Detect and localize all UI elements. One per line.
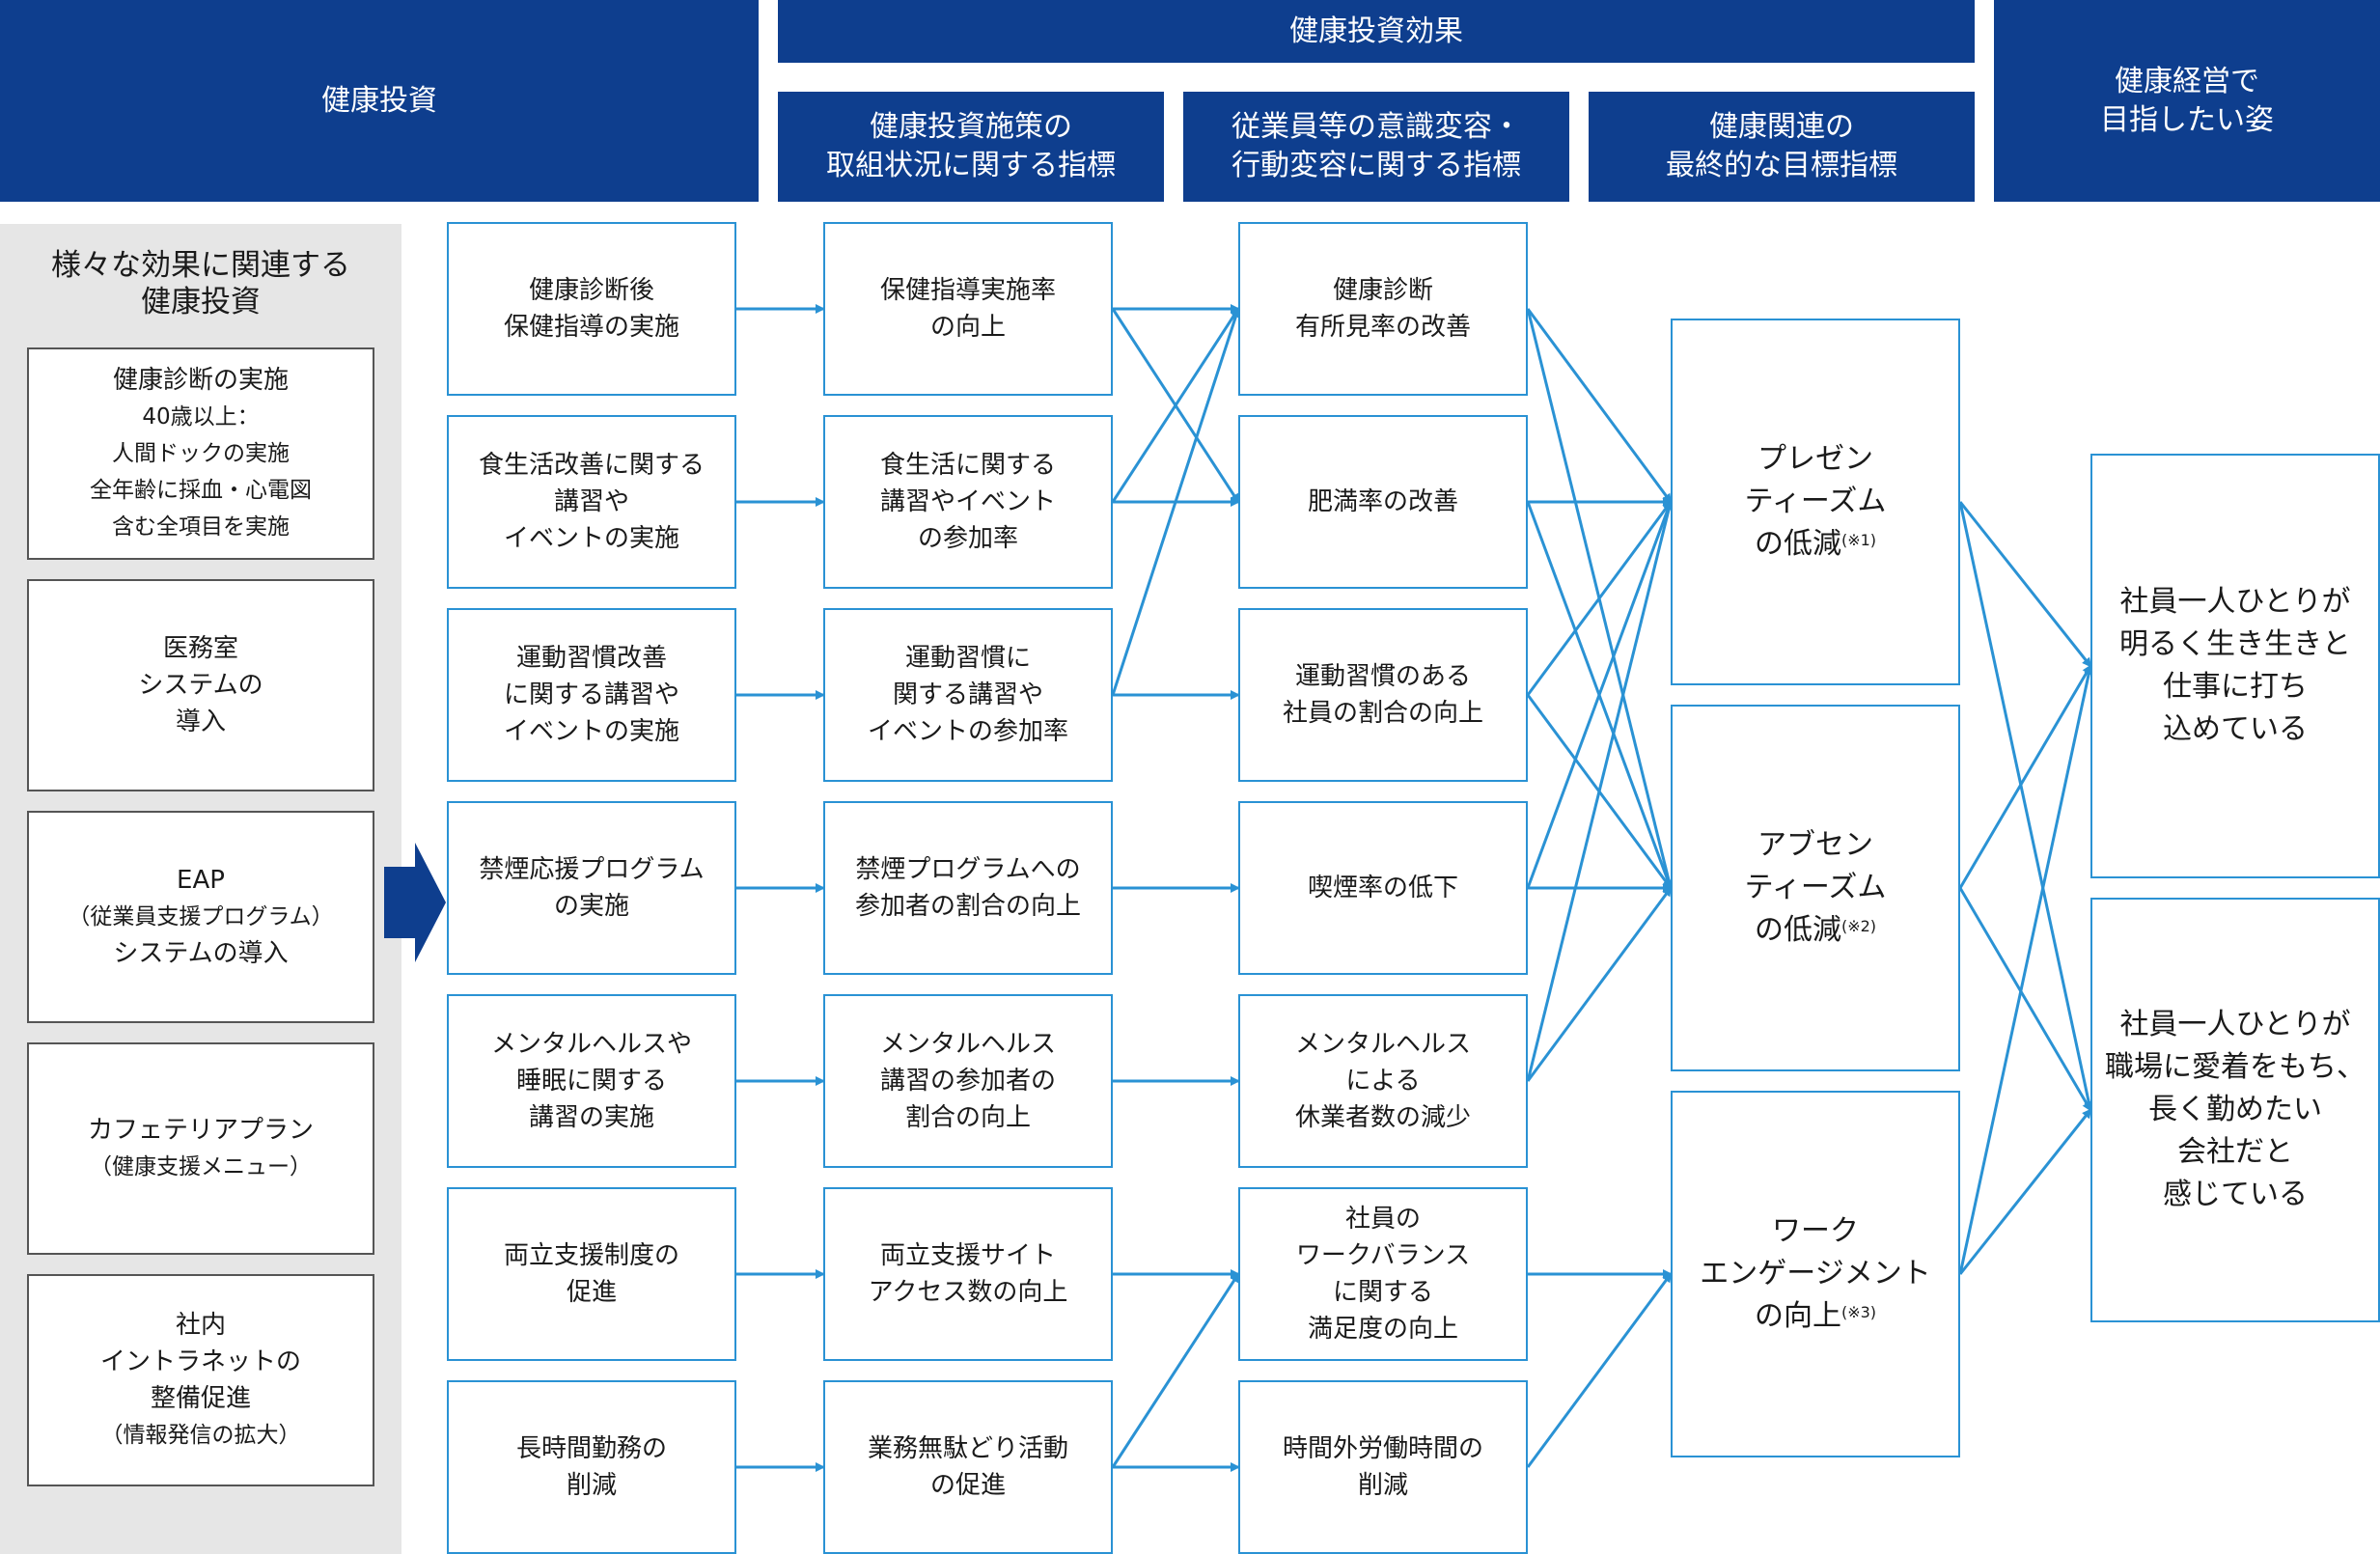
col1-box: 運動習慣改善 に関する講習や イベントの実施 bbox=[447, 608, 736, 782]
header-investment-label: 健康投資 bbox=[321, 83, 437, 118]
connector-arrow-c3-c4 bbox=[1526, 308, 1673, 504]
col4-note: (※2) bbox=[1840, 917, 1877, 935]
col3-box: 喫煙率の低下 bbox=[1238, 801, 1528, 975]
connector-arrow-c4-c5 bbox=[1958, 887, 2092, 1112]
col1-box: メンタルヘルスや 睡眠に関する 講習の実施 bbox=[447, 994, 736, 1168]
col1-box: 長時間勤務の 削減 bbox=[447, 1380, 736, 1554]
connector-arrow-c3-c4 bbox=[1526, 1272, 1673, 1468]
left-item-health-checkup: 健康診断の実施 40歳以上： 人間ドックの実施 全年齢に採血・心電図 含む全項目… bbox=[27, 347, 374, 560]
col4-box-presenteeism: プレゼン ティーズム の低減(※1) bbox=[1671, 319, 1960, 685]
left-item-medical-office: 医務室 システムの 導入 bbox=[27, 579, 374, 791]
col3-box: 肥満率の改善 bbox=[1238, 415, 1528, 589]
header-investment: 健康投資 bbox=[0, 0, 759, 202]
col3-box: メンタルヘルス による 休業者数の減少 bbox=[1238, 994, 1528, 1168]
left-item-sub: （健康支援メニュー） bbox=[89, 1154, 312, 1179]
left-item-sub: 40歳以上： 人間ドックの実施 全年齢に採血・心電図 含む全項目を実施 bbox=[90, 404, 312, 540]
left-item-intranet: 社内 イントラネットの 整備促進 （情報発信の拡大） bbox=[27, 1274, 374, 1486]
col2-box: メンタルヘルス 講習の参加者の 割合の向上 bbox=[823, 994, 1113, 1168]
col3-box: 時間外労働時間の 削減 bbox=[1238, 1380, 1528, 1554]
connector-arrow-c4-c5 bbox=[1958, 1108, 2092, 1275]
col3-box: 健康診断 有所見率の改善 bbox=[1238, 222, 1528, 396]
left-item-main: 健康診断の実施 bbox=[112, 366, 289, 395]
col4-text: ワーク エンゲージメント の向上 bbox=[1700, 1214, 1931, 1333]
col4-note: (※1) bbox=[1840, 531, 1877, 549]
goal-box: 社員一人ひとりが 明るく生き生きと 仕事に打ち 込めている bbox=[2090, 454, 2380, 878]
col1-box: 健康診断後 保健指導の実施 bbox=[447, 222, 736, 396]
col2-box: 業務無駄どり活動 の促進 bbox=[823, 1380, 1113, 1554]
col2-box: 禁煙プログラムへの 参加者の割合の向上 bbox=[823, 801, 1113, 975]
left-panel-title: 様々な効果に関連する 健康投資 bbox=[51, 248, 350, 319]
connector-arrow-c3-c4 bbox=[1526, 886, 1673, 1082]
connector-arrow-c4-c5 bbox=[1958, 664, 2092, 889]
goal-box: 社員一人ひとりが 職場に愛着をもち、 長く勤めたい 会社だと 感じている bbox=[2090, 898, 2380, 1322]
connector-arrow-c3-c4 bbox=[1526, 500, 1673, 889]
header-effect-label: 健康投資効果 bbox=[1289, 14, 1463, 48]
left-item-main: EAP bbox=[177, 866, 225, 895]
col3-box: 社員の ワークバランス に関する 満足度の向上 bbox=[1238, 1187, 1528, 1361]
header-col-awareness: 従業員等の意識変容・ 行動変容に関する指標 bbox=[1183, 92, 1569, 202]
col2-box: 両立支援サイト アクセス数の向上 bbox=[823, 1187, 1113, 1361]
col4-box-engagement: ワーク エンゲージメント の向上(※3) bbox=[1671, 1091, 1960, 1457]
connector-arrow-c2-c3 bbox=[1111, 307, 1241, 696]
col4-box-absenteeism: アブセン ティーズム の低減(※2) bbox=[1671, 705, 1960, 1071]
left-item-main: 医務室 システムの 導入 bbox=[138, 634, 263, 736]
left-item-sub: （従業員支援プログラム） bbox=[68, 904, 334, 930]
header-col-final: 健康関連の 最終的な目標指標 bbox=[1589, 92, 1975, 202]
connector-arrow-c4-c5 bbox=[1958, 664, 2094, 1275]
big-arrow-icon bbox=[384, 843, 446, 962]
col4-text: アブセン ティーズム の低減 bbox=[1744, 828, 1887, 947]
left-item-eap: EAP （従業員支援プログラム） システムの導入 bbox=[27, 811, 374, 1023]
header-effect: 健康投資効果 bbox=[778, 0, 1975, 63]
left-item-main: 社内 イントラネットの 整備促進 bbox=[99, 1311, 301, 1413]
left-item-main2: システムの導入 bbox=[113, 939, 289, 968]
col1-box: 両立支援制度の 促進 bbox=[447, 1187, 736, 1361]
col2-box: 運動習慣に 関する講習や イベントの参加率 bbox=[823, 608, 1113, 782]
left-item-cafeteria: カフェテリアプラン （健康支援メニュー） bbox=[27, 1042, 374, 1255]
col4-text: プレゼン ティーズム の低減 bbox=[1744, 442, 1887, 561]
connector-arrow-c3-c4 bbox=[1526, 500, 1674, 1082]
connector-arrow-c2-c3 bbox=[1111, 1272, 1240, 1468]
col4-note: (※3) bbox=[1840, 1303, 1877, 1321]
col3-box: 運動習慣のある 社員の割合の向上 bbox=[1238, 608, 1528, 782]
left-item-main: カフェテリアプラン bbox=[87, 1116, 314, 1145]
col1-box: 食生活改善に関する 講習や イベントの実施 bbox=[447, 415, 736, 589]
col2-box: 食生活に関する 講習やイベント の参加率 bbox=[823, 415, 1113, 589]
header-vision: 健康経営で 目指したい姿 bbox=[1994, 0, 2380, 202]
header-col-initiatives: 健康投資施策の 取組状況に関する指標 bbox=[778, 92, 1164, 202]
connector-arrow-c4-c5 bbox=[1958, 501, 2094, 1112]
header-col-initiatives-label: 健康投資施策の 取組状況に関する指標 bbox=[826, 110, 1116, 182]
connector-arrow-c2-c3 bbox=[1111, 307, 1240, 503]
connector-arrow-c3-c4 bbox=[1526, 500, 1673, 696]
col2-box: 保健指導実施率 の向上 bbox=[823, 222, 1113, 396]
header-vision-label: 健康経営で 目指したい姿 bbox=[2100, 64, 2274, 137]
connector-arrow-c4-c5 bbox=[1958, 501, 2092, 668]
connector-lines bbox=[736, 304, 2094, 1472]
col1-box: 禁煙応援プログラム の実施 bbox=[447, 801, 736, 975]
header-col-final-label: 健康関連の 最終的な目標指標 bbox=[1666, 110, 1897, 182]
header-col-awareness-label: 従業員等の意識変容・ 行動変容に関する指標 bbox=[1232, 110, 1521, 182]
left-item-sub: （情報発信の拡大） bbox=[100, 1423, 301, 1448]
